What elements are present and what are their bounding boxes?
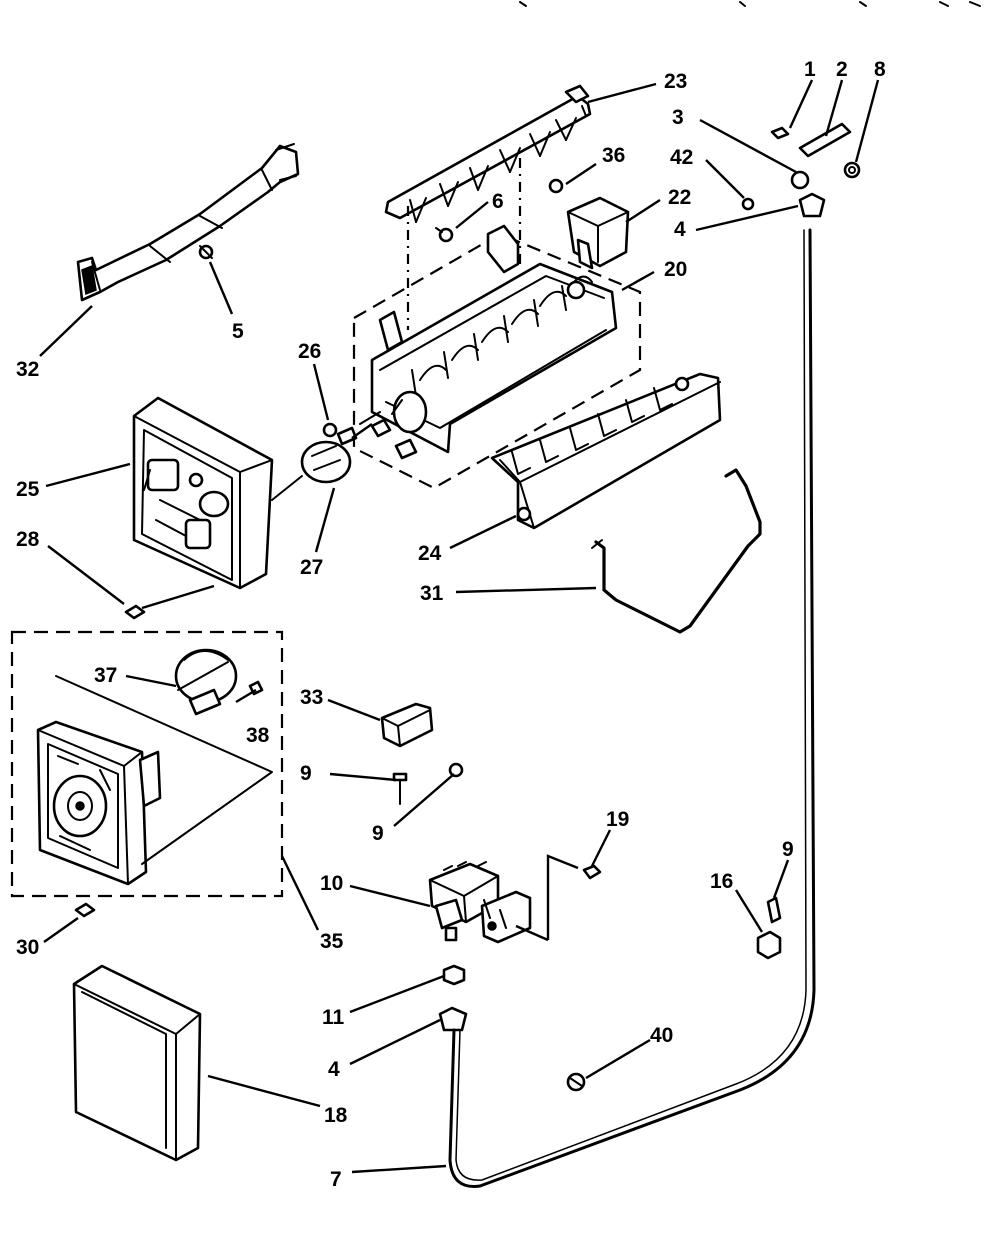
callout-22: 22 bbox=[668, 186, 691, 209]
part-40-grommet bbox=[566, 1072, 586, 1092]
part-9-screw-c bbox=[766, 896, 782, 924]
part-37-motor bbox=[174, 648, 238, 716]
callout-labels: 1 2 8 23 3 36 42 22 6 4 20 5 32 26 25 28… bbox=[16, 58, 886, 1191]
part-9-screw-a bbox=[392, 772, 408, 805]
callout-27: 27 bbox=[300, 556, 323, 579]
callout-19: 19 bbox=[606, 808, 629, 831]
callout-42: 42 bbox=[670, 146, 693, 169]
part-22-holder bbox=[566, 196, 630, 270]
part-28-screw bbox=[124, 584, 215, 620]
part-19-screw bbox=[582, 864, 602, 880]
callout-3: 3 bbox=[672, 106, 684, 129]
callout-9-a: 9 bbox=[300, 762, 312, 785]
part-30-screw bbox=[74, 902, 96, 918]
callout-35: 35 bbox=[320, 930, 344, 953]
callout-9-c: 9 bbox=[782, 838, 794, 861]
callout-4-upper: 4 bbox=[674, 218, 686, 241]
callout-36: 36 bbox=[602, 144, 625, 167]
part-38-screw bbox=[235, 680, 264, 704]
part-2-fill-tube bbox=[798, 122, 852, 158]
callout-7: 7 bbox=[330, 1168, 342, 1191]
part-4-fitting-lower bbox=[438, 1006, 468, 1032]
part-5-clip bbox=[198, 244, 214, 260]
part-6-screw bbox=[435, 227, 454, 243]
callout-9-b: 9 bbox=[372, 822, 384, 845]
part-1-screw bbox=[770, 126, 790, 140]
callout-31: 31 bbox=[420, 582, 444, 605]
part-25-control-housing bbox=[132, 396, 274, 590]
callout-16: 16 bbox=[710, 870, 733, 893]
part-26-clip bbox=[322, 422, 338, 438]
part-7-water-tube bbox=[448, 228, 816, 1188]
callout-32: 32 bbox=[16, 358, 39, 381]
shaft-line bbox=[351, 423, 373, 439]
callout-23: 23 bbox=[664, 70, 687, 93]
part-24-stripper bbox=[490, 372, 722, 530]
part-32-wire-harness bbox=[76, 143, 300, 302]
part-31-shutoff-arm bbox=[591, 468, 762, 634]
part-11-nut bbox=[442, 964, 466, 986]
part-33-bracket bbox=[380, 702, 434, 748]
callout-20: 20 bbox=[664, 258, 687, 281]
callout-6: 6 bbox=[492, 190, 504, 213]
part-9-screw-b bbox=[448, 762, 464, 778]
part-10-water-valve bbox=[428, 861, 532, 944]
leader-lines bbox=[39, 79, 880, 1174]
part-20-mold bbox=[359, 224, 618, 460]
part-8-washer bbox=[843, 161, 861, 179]
callout-18: 18 bbox=[324, 1104, 348, 1127]
top-edge-marks bbox=[519, 1, 981, 7]
callout-33: 33 bbox=[300, 686, 323, 709]
part-23-ejector bbox=[384, 84, 592, 223]
callout-37: 37 bbox=[94, 664, 117, 687]
callout-40: 40 bbox=[650, 1024, 673, 1047]
callout-4-lower: 4 bbox=[328, 1058, 340, 1081]
callout-10: 10 bbox=[320, 872, 343, 895]
callout-1: 1 bbox=[804, 58, 816, 81]
part-18-cover bbox=[72, 964, 202, 1162]
callout-24: 24 bbox=[418, 542, 442, 565]
callout-8: 8 bbox=[874, 58, 886, 81]
part-36-screw bbox=[548, 178, 564, 194]
callout-28: 28 bbox=[16, 528, 40, 551]
part-42-nut bbox=[741, 170, 810, 211]
callout-5: 5 bbox=[232, 320, 244, 343]
part-16-clamp bbox=[756, 930, 782, 960]
mold-dashed-boundary bbox=[352, 232, 642, 490]
callout-25: 25 bbox=[16, 478, 40, 501]
part-35-module bbox=[36, 675, 273, 886]
part-27-motor bbox=[271, 426, 358, 501]
callout-2: 2 bbox=[836, 58, 848, 81]
callout-11: 11 bbox=[322, 1006, 345, 1029]
module-dashed-boundary bbox=[10, 630, 284, 898]
part-4-fitting-upper bbox=[798, 192, 826, 218]
callout-38: 38 bbox=[246, 724, 270, 747]
valve-wire bbox=[515, 854, 579, 942]
callout-30: 30 bbox=[16, 936, 39, 959]
callout-26: 26 bbox=[298, 340, 321, 363]
